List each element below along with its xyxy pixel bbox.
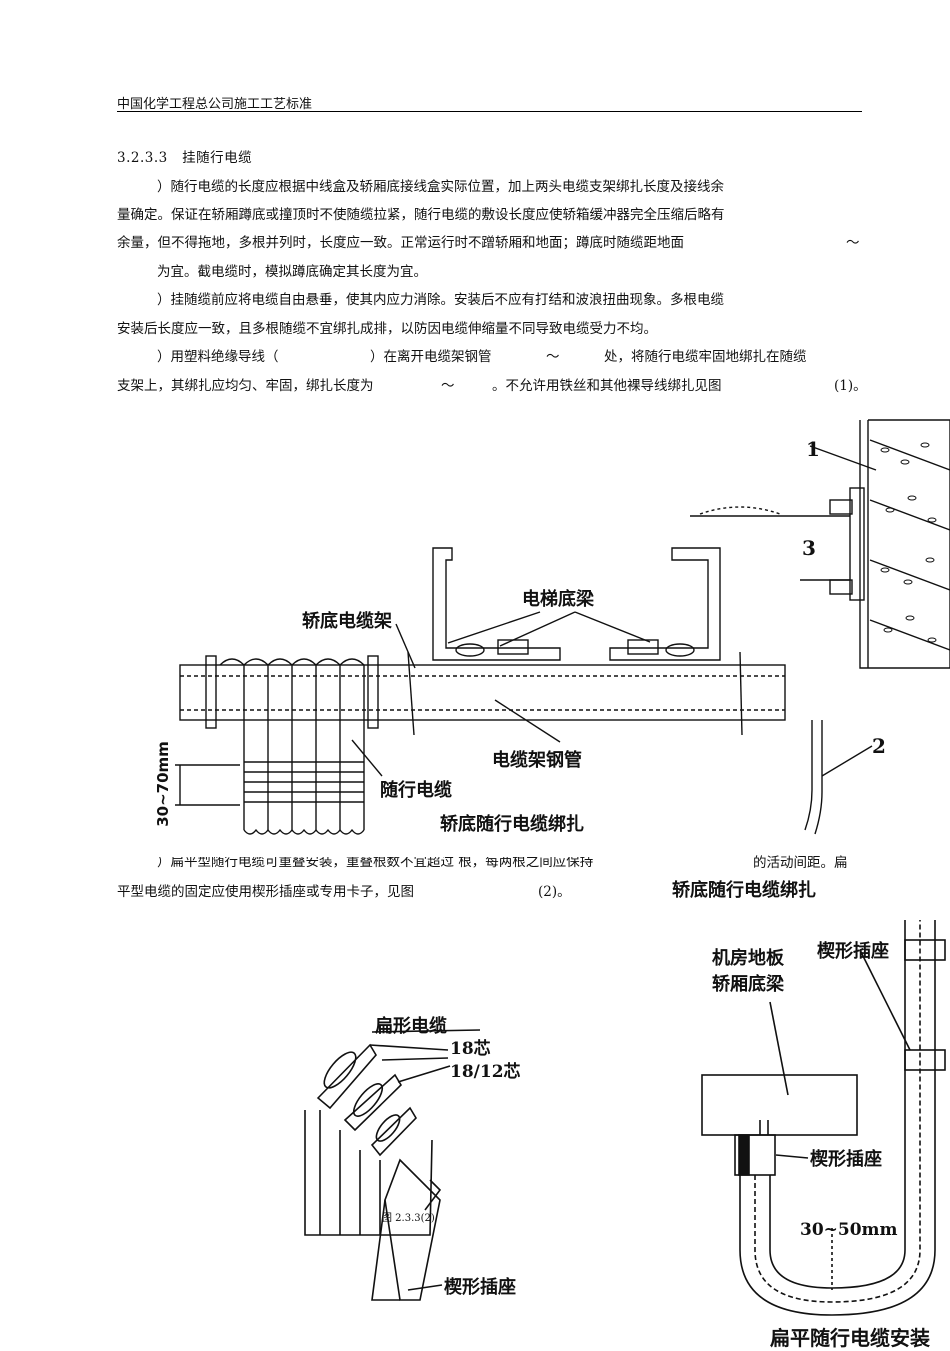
- fig1-caption: 轿底随行电缆绑扎: [440, 814, 584, 835]
- p3-line2-c: 。不允许用铁丝和其他裸导线绑扎见图: [492, 378, 722, 394]
- fig1-car-cable-frame: 轿底电缆架: [302, 611, 392, 632]
- fig2-wedge-socket-mid: 楔形插座: [810, 1149, 882, 1170]
- fig2-dimension: 30~50mm: [800, 1220, 898, 1240]
- p3-c: ～: [546, 349, 560, 365]
- fig2-core1812: 18/12芯: [450, 1062, 521, 1082]
- p4-line1-partial: ）扁平型随行电缆可重叠安装，重叠根数不宜超过 根，每两根之间应保持: [157, 854, 594, 870]
- fig2-wedge-socket-left: 楔形插座: [444, 1277, 516, 1298]
- p3-line2-b: ～: [441, 378, 455, 394]
- fig1-dimension: 30~70mm: [154, 741, 172, 827]
- p3-line2-a: 支架上，其绑扎应均匀、牢固，绑扎长度为: [117, 378, 374, 394]
- p1-line1: ）随行电缆的长度应根据中线盒及轿厢底接线盒实际位置，加上两头电缆支架绑扎长度及接…: [157, 179, 724, 195]
- fig1-elevator-beam: 电梯底梁: [522, 589, 594, 610]
- fig1-traveling-cable: 随行电缆: [380, 780, 452, 801]
- p1-line4: 为宜。截电缆时，模拟蹲底确定其长度为宜。: [157, 264, 427, 280]
- p3-d: 处，将随行电缆牢固地绑扎在随缆: [604, 349, 807, 365]
- section-number: 3.2.3.3: [117, 150, 168, 166]
- p3-b: ）在离开电缆架钢管: [370, 349, 492, 365]
- p4-line2-a: 平型电缆的固定应使用楔形插座或专用卡子，见图: [117, 884, 414, 900]
- page-header: 中国化学工程总公司施工工艺标准: [117, 97, 313, 112]
- p3-line2-d: (1)。: [834, 378, 867, 394]
- fig2-core18: 18芯: [450, 1039, 491, 1059]
- fig1-label-3: 3: [802, 536, 816, 560]
- fig1-caption-right: 轿底随行电缆绑扎: [672, 880, 816, 901]
- p1-line3: 余量，但不得拖地，多根并列时，长度应一致。正常运行时不蹭轿厢和地面；蹲底时随缆距…: [117, 235, 684, 251]
- fig2-machine-floor: 机房地板: [712, 948, 784, 969]
- fig2-flat-cable: 扁形电缆: [375, 1016, 447, 1037]
- p1-line2: 量确定。保证在轿厢蹲底或撞顶时不使随缆拉紧，随行电缆的敷设长度应使轿箱缓冲器完全…: [117, 207, 725, 223]
- fig1-cable-frame-tube: 电缆架钢管: [492, 750, 582, 771]
- fig2-number: 图 2.3.3(2): [382, 1213, 435, 1224]
- section-title: 挂随行电缆: [182, 150, 253, 166]
- fig1-label-2: 2: [872, 734, 886, 758]
- p4-line2-b: (2)。: [538, 884, 571, 900]
- p2-line1: ）挂随缆前应将电缆自由悬垂，使其内应力消除。安装后不应有打结和波浪扭曲现象。多根…: [157, 292, 724, 308]
- p1-line3-tilde: ～: [846, 235, 860, 251]
- p4-line1-end: 的活动间距。扁: [753, 855, 848, 871]
- fig1-label-1: 1: [806, 437, 820, 461]
- p3-a: ）用塑料绝缘导线（: [157, 349, 279, 365]
- fig2-wedge-socket-top: 楔形插座: [817, 941, 889, 962]
- header-rule: [117, 111, 862, 112]
- fig2-car-beam: 轿厢底梁: [712, 974, 784, 995]
- fig2-caption-right: 扁平随行电缆安装: [770, 1326, 930, 1350]
- section-heading: 3.2.3.3 挂随行电缆: [117, 146, 252, 166]
- p2-line2: 安装后长度应一致，且多根随缆不宜绑扎成排，以防因电缆伸缩量不同导致电缆受力不均。: [117, 321, 657, 337]
